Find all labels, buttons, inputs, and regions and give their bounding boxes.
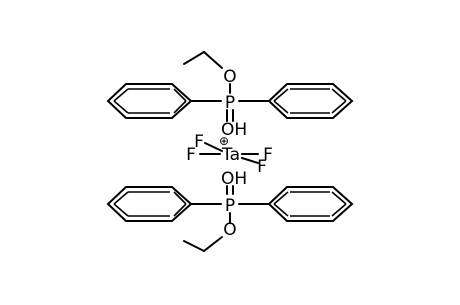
ethyl-ch2-bond-bottom <box>203 236 223 252</box>
phenyl-ring-bottom-right <box>267 186 354 222</box>
atom-p-top: P <box>225 93 235 113</box>
ta-f-bond-right-lower <box>241 157 259 164</box>
atom-f-left-lower: F <box>186 145 196 165</box>
ethyl-ch3-bond-bottom <box>183 240 205 252</box>
ethyl-ch2-bond-top <box>203 51 223 69</box>
phenyl-ring-top-left <box>106 83 193 119</box>
atom-o-ethoxy-top: O <box>223 67 236 87</box>
atom-f-left-upper: F <box>194 132 204 152</box>
atom-p-bottom: P <box>225 196 235 216</box>
atom-f-right-lower: F <box>257 157 267 177</box>
phenyl-ring-bottom-left <box>106 186 193 222</box>
ethyl-ch3-bond-top <box>183 51 205 65</box>
atom-oh-bottom: OH <box>221 169 247 189</box>
ta-charge: ⊕ <box>219 134 229 148</box>
atom-o-ethoxy-bottom: O <box>223 220 236 240</box>
atom-ta: Ta <box>221 145 240 165</box>
atom-f-right-upper: F <box>263 145 273 165</box>
atom-oh-top: OH <box>221 120 247 140</box>
phenyl-ring-top-right <box>267 83 354 119</box>
ta-f-bond-left-upper <box>204 142 223 152</box>
